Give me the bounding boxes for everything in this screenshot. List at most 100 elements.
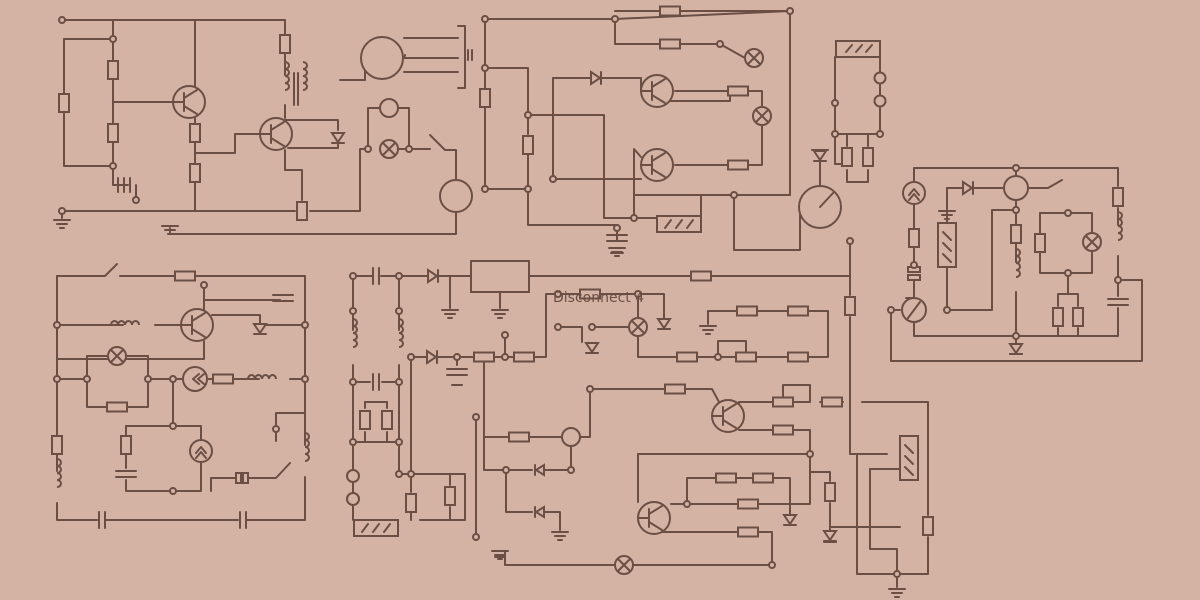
- resistor: [473, 351, 495, 363]
- resistor: [479, 88, 491, 108]
- ground-symbol: [53, 219, 71, 229]
- block-power-bottom-left: [51, 263, 310, 529]
- ground-symbol: [441, 309, 459, 319]
- resistor: [862, 147, 874, 167]
- block-oscillator-top-center: [479, 5, 842, 257]
- resistor: [772, 396, 794, 408]
- resistor: [107, 123, 119, 143]
- block-amplifier-top-left: [53, 16, 473, 235]
- resistor: [922, 516, 934, 536]
- capacitor: [115, 470, 137, 478]
- ground-symbol: [888, 588, 906, 598]
- sensor: [182, 366, 208, 392]
- resistor: [405, 493, 417, 513]
- resistor: [58, 93, 70, 113]
- resistor: [189, 123, 201, 143]
- resistor: [508, 431, 530, 443]
- switch-label: Disconnect 4: [553, 290, 644, 306]
- block-logic-bottom-center: [346, 237, 934, 598]
- lamp: [752, 106, 772, 126]
- block-relay-right: [887, 164, 1143, 362]
- resistor: [212, 373, 234, 385]
- lamp: [1082, 232, 1102, 252]
- ground-symbol: [608, 247, 626, 257]
- transistor: [640, 148, 674, 182]
- resistor: [1052, 307, 1064, 327]
- resistor: [1010, 224, 1022, 244]
- resistor: [513, 351, 535, 363]
- resistor: [737, 526, 759, 538]
- resistor: [1112, 187, 1124, 207]
- resistor: [1034, 233, 1046, 253]
- resistor: [735, 351, 757, 363]
- diode: [427, 269, 439, 283]
- resistor: [824, 482, 836, 502]
- resistor: [715, 472, 737, 484]
- diode: [590, 71, 602, 85]
- diode: [1009, 343, 1023, 355]
- resistor: [690, 270, 712, 282]
- lamp: [744, 48, 764, 68]
- resistor: [676, 351, 698, 363]
- resistor: [296, 201, 308, 221]
- transistor: [172, 85, 206, 119]
- capacitor: [272, 294, 294, 302]
- resistor: [841, 147, 853, 167]
- transistor: [637, 501, 671, 535]
- capacitor: [239, 511, 247, 529]
- resistor: [189, 163, 201, 183]
- resistor: [522, 135, 534, 155]
- resistor: [844, 296, 856, 316]
- resistor: [1072, 307, 1084, 327]
- ground-symbol: [551, 531, 569, 541]
- resistor: [736, 305, 758, 317]
- resistor: [787, 351, 809, 363]
- meter: [1003, 175, 1029, 201]
- diode: [962, 181, 974, 195]
- transistor: [640, 74, 674, 108]
- diode: [813, 150, 827, 162]
- resistor: [279, 34, 291, 54]
- ic-chip: [470, 260, 530, 293]
- indicator: [561, 427, 581, 447]
- diode: [585, 342, 599, 354]
- diode: [657, 318, 671, 330]
- inductor: [302, 61, 308, 91]
- resistor: [787, 305, 809, 317]
- indicator: [379, 98, 399, 118]
- capacitor: [372, 267, 380, 285]
- battery: [899, 435, 919, 481]
- resistor: [664, 383, 686, 395]
- diode: [253, 323, 267, 335]
- diode: [331, 132, 345, 144]
- transistor: [259, 117, 293, 151]
- resistor: [908, 228, 920, 248]
- sensor: [902, 181, 926, 205]
- capacitor: [98, 511, 106, 529]
- diode: [823, 530, 837, 542]
- battery: [937, 222, 957, 268]
- block-sensor-top-right: [831, 40, 887, 183]
- battery: [353, 519, 399, 537]
- capacitor: [117, 177, 131, 193]
- diode: [534, 463, 545, 477]
- resistor: [51, 435, 63, 455]
- capacitor: [446, 368, 468, 376]
- resistor: [106, 401, 128, 413]
- resistor: [659, 5, 681, 17]
- lamp: [379, 139, 399, 159]
- resistor: [737, 498, 759, 510]
- motor: [360, 36, 404, 80]
- battery: [656, 215, 702, 233]
- capacitor: [372, 373, 380, 391]
- diode: [783, 514, 797, 526]
- resistor: [174, 270, 196, 282]
- resistor: [359, 410, 371, 430]
- resistor: [107, 60, 119, 80]
- resistor: [821, 396, 843, 408]
- resistor: [727, 85, 749, 97]
- resistor: [727, 159, 749, 171]
- resistor: [772, 424, 794, 436]
- ground-symbol: [491, 309, 509, 319]
